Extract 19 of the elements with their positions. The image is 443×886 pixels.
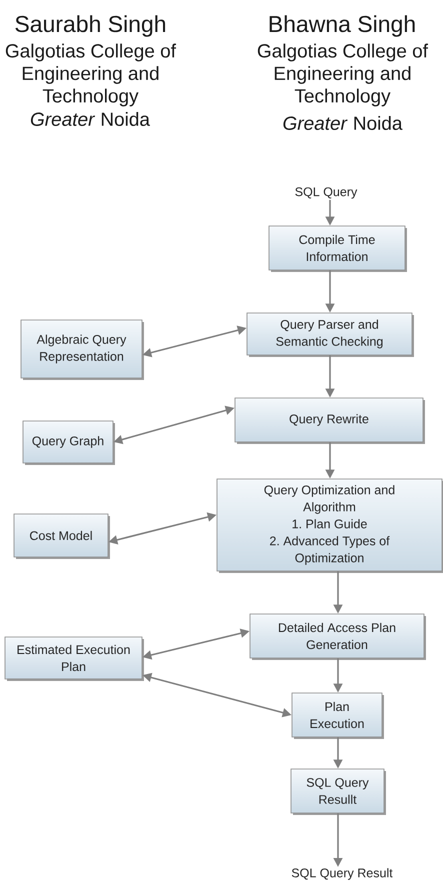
location: Greater Noida (30, 112, 150, 126)
author-name: Bhawna Singh (270, 15, 415, 37)
process-box: Query Optimization and Algorithm 1. Plan Guide 2. Advanced Types of Optimization (216, 478, 443, 573)
data-box: Algebraic Query Representation (20, 320, 144, 380)
data-box: Cost Model (14, 514, 110, 559)
process-box: Query Rewrite (234, 398, 425, 444)
process-box: Query Parser and Semantic Checking (246, 312, 414, 357)
location: Greater Noida (283, 116, 402, 130)
data-box: Estimated Execution Plan (4, 636, 144, 681)
flow-text: SQL Query Result (292, 868, 393, 880)
process-box: SQL Query Resullt (290, 768, 386, 815)
data-box: Query Graph (22, 420, 115, 465)
process-box: Detailed Access Plan Generation (250, 614, 426, 660)
process-box: Plan Execution (292, 692, 384, 739)
author-name: Saurabh Singh (15, 15, 166, 37)
flow-text: SQL Query (295, 187, 358, 199)
process-box: Compile Time Information (268, 226, 407, 272)
affiliation: Galgotias College of Engineering and Technology (258, 44, 428, 106)
affiliation: Galgotias College of Engineering and Technology (6, 44, 176, 106)
